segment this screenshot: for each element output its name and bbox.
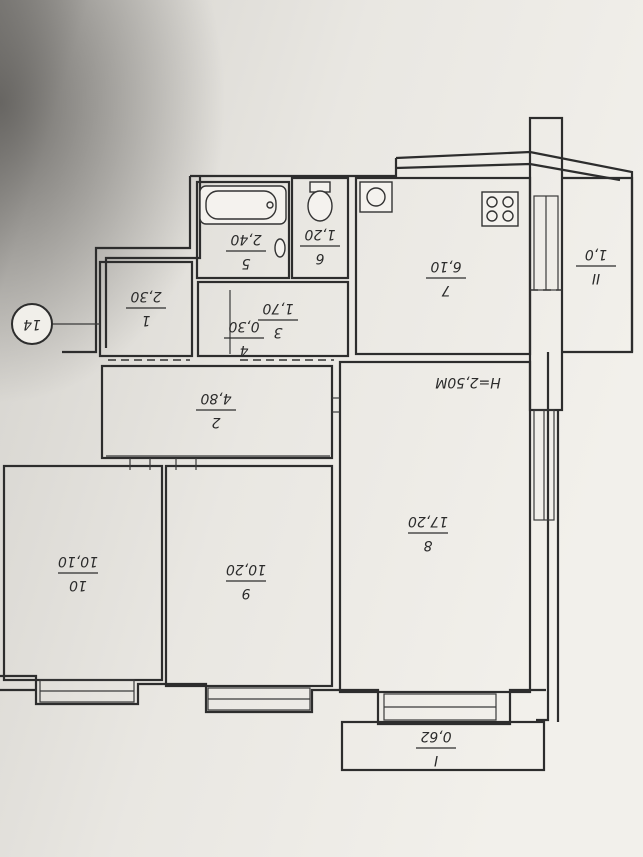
room-label-rI: I 0,62 (416, 728, 456, 768)
apartment-number: 14 (23, 316, 41, 332)
sink-icon (274, 238, 286, 258)
room-area: 1,20 (304, 226, 335, 242)
room-area: 4,80 (200, 390, 231, 406)
room-label-r6: 61,20 (300, 226, 340, 266)
room-label-r8: 817,20 (408, 513, 448, 553)
room-area: 6,10 (430, 258, 461, 274)
room-label-rII: II 1,0 (576, 246, 616, 286)
toilet-icon (307, 181, 333, 222)
room-labels: 12,3024,8031,7040,3052,4061,2076,10817,2… (58, 226, 616, 768)
room-number: I (434, 752, 438, 768)
kitchen-sink-icon (359, 181, 393, 213)
room-number: 2 (211, 414, 220, 430)
room-area: 2,30 (130, 288, 161, 304)
room-number: II (592, 270, 600, 286)
room-label-r4: 40,30 (224, 318, 264, 358)
room-number: 7 (441, 282, 450, 298)
room-number: 4 (240, 342, 249, 358)
room-number: 8 (423, 537, 432, 553)
room-label-r9: 910,20 (226, 561, 266, 601)
room-label-r10: 10 10,10 (58, 553, 98, 593)
ceiling-height-label: H=2,50M (435, 374, 501, 390)
room-label-r1: 12,30 (126, 288, 166, 328)
room-number: 5 (241, 255, 250, 271)
room-area: 17,20 (408, 513, 448, 529)
room-number: 9 (241, 585, 250, 601)
bathtub-icon (199, 185, 287, 225)
room-area: 0,30 (228, 318, 259, 334)
room-label-r3: 31,70 (258, 300, 298, 340)
room-walls (2, 176, 546, 772)
stove-icon (481, 191, 519, 227)
windows (39, 195, 559, 721)
room-area: 10,20 (226, 561, 266, 577)
room-number: 1 (142, 312, 151, 328)
room-label-r7: 76,10 (426, 258, 466, 298)
room-label-r5: 52,40 (226, 231, 266, 271)
room-area: 2,40 (230, 231, 261, 247)
room-number: 3 (274, 324, 283, 340)
apartment-number-badge: 14 (11, 303, 100, 345)
room-number: 10 (69, 577, 87, 593)
room-area: 1,0 (585, 246, 607, 262)
room-label-r2: 24,80 (196, 390, 236, 430)
room-area: 1,70 (262, 300, 293, 316)
room-area: 0,62 (420, 728, 451, 744)
room-area: 10,10 (58, 553, 98, 569)
room-number: 6 (315, 250, 324, 266)
